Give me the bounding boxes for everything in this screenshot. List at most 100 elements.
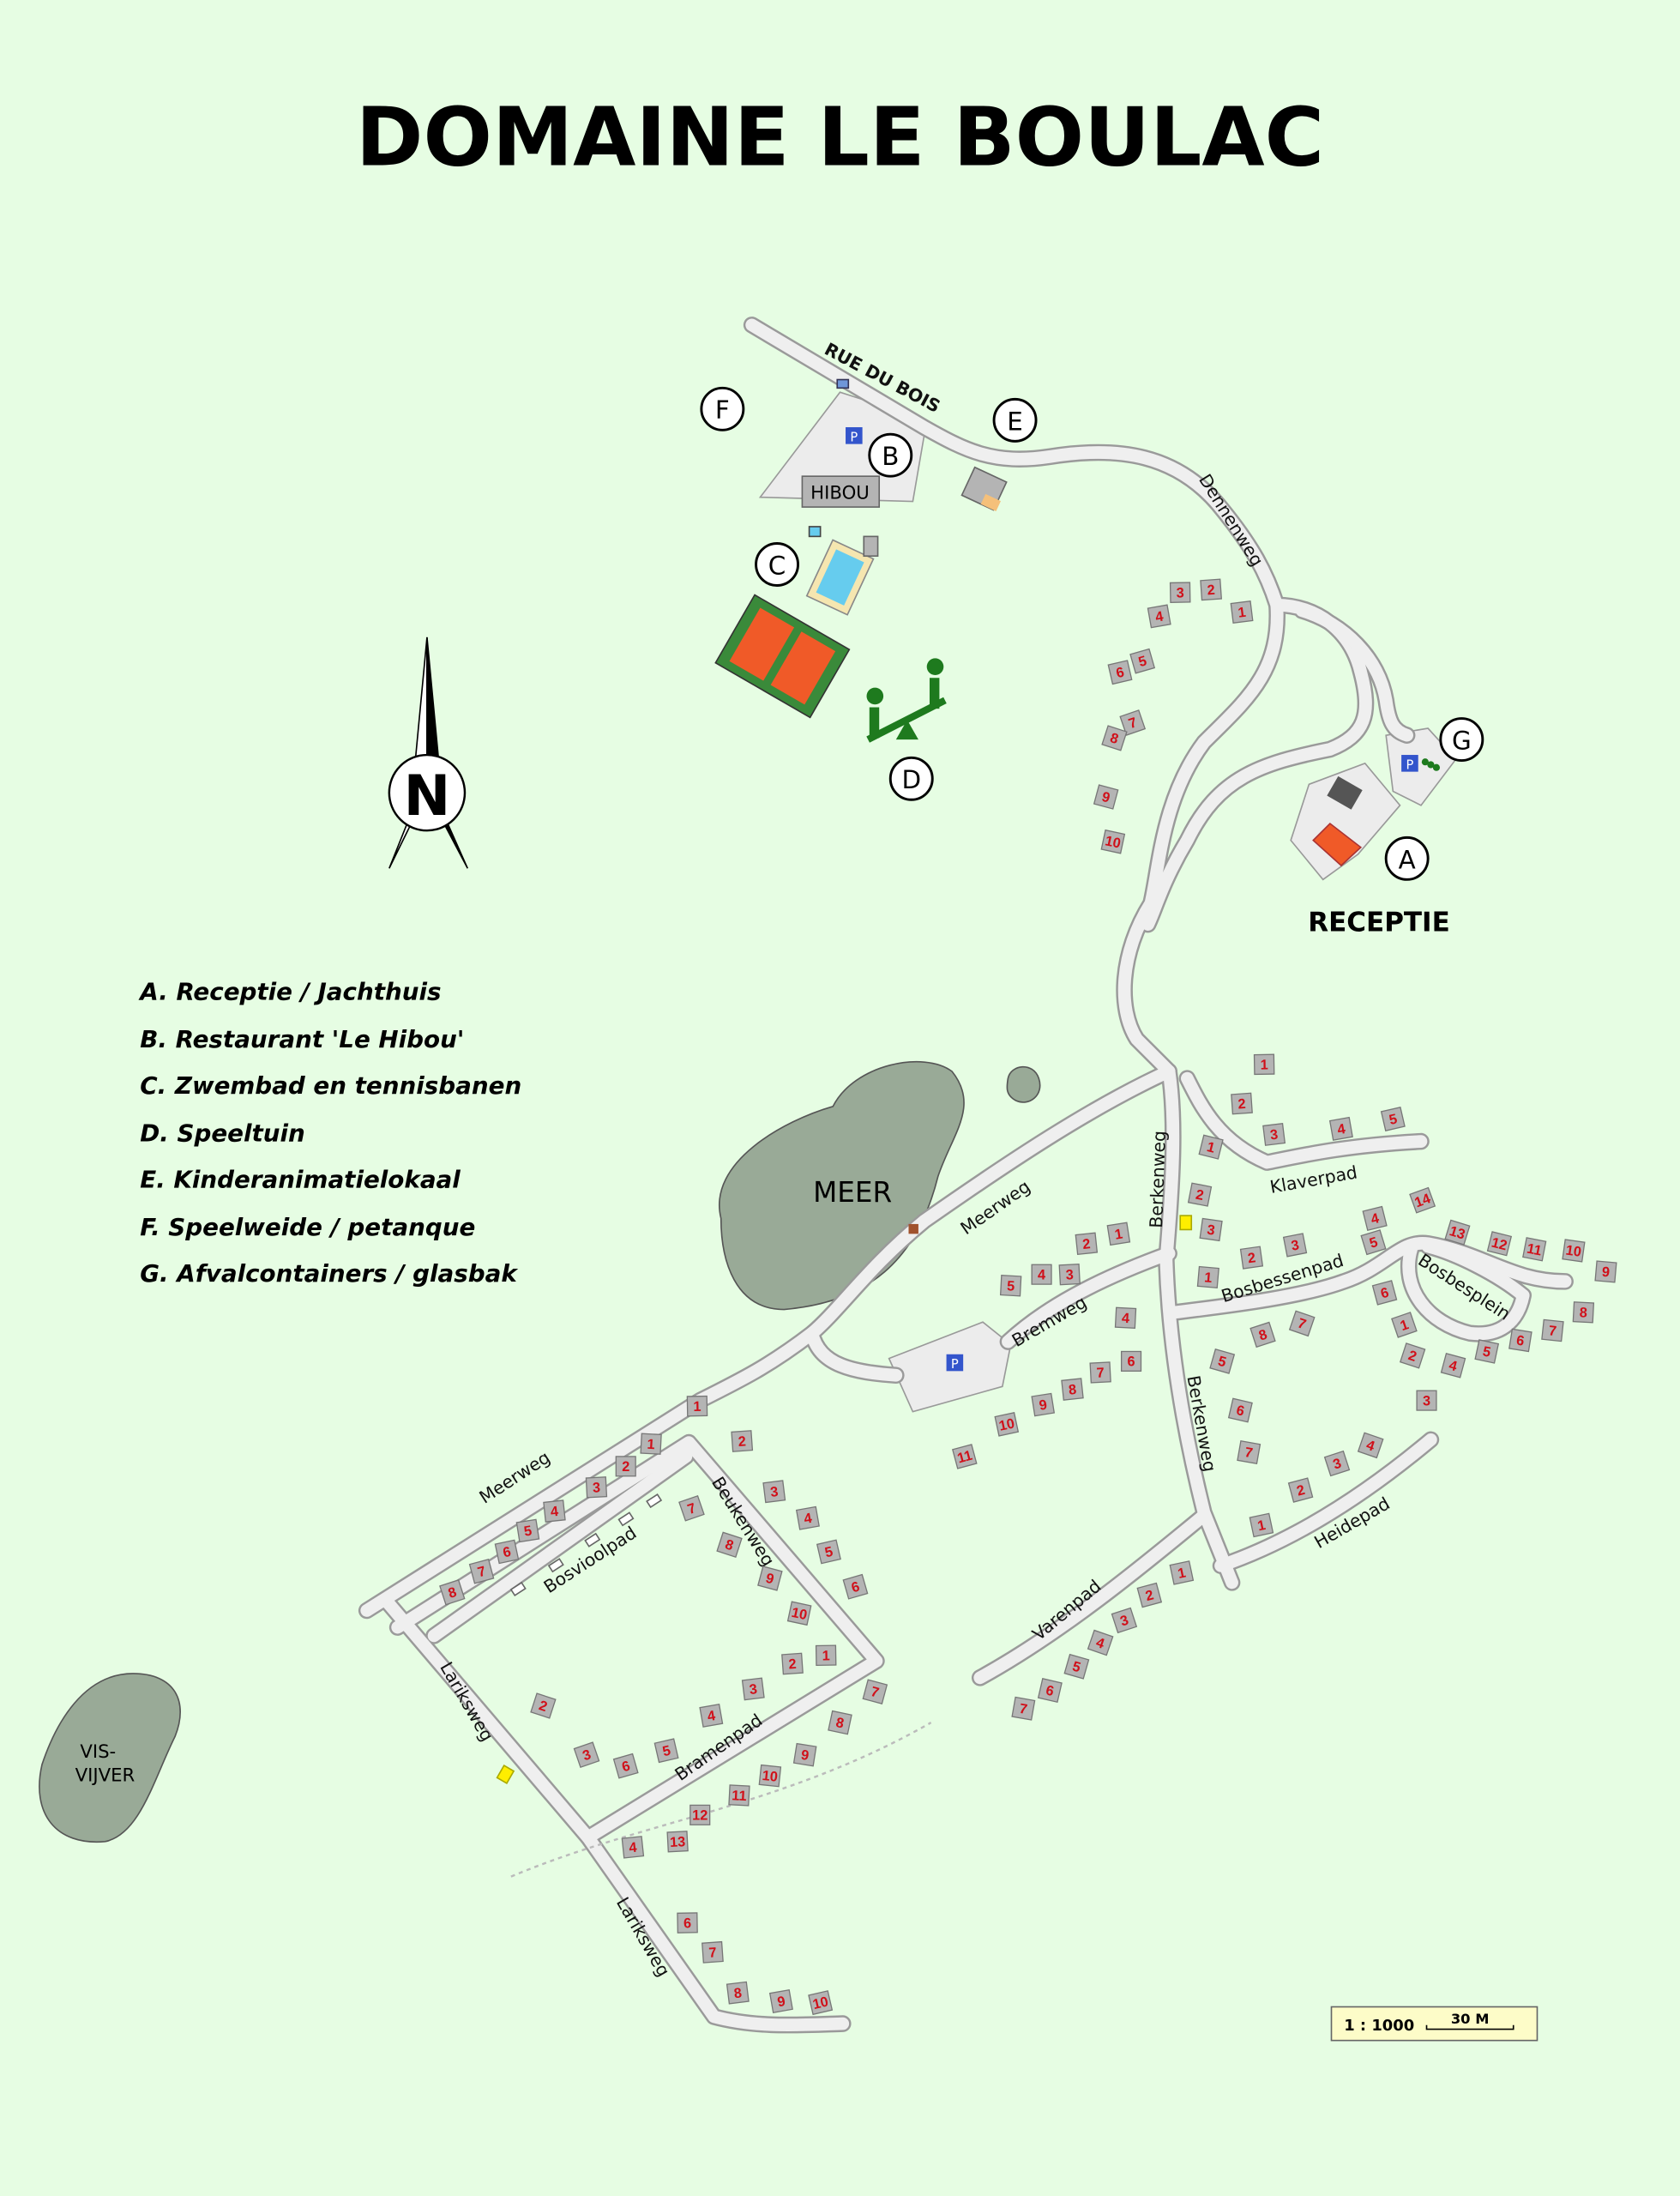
lot-bremweg_south-6[interactable]: 6 <box>1120 1350 1142 1372</box>
lot-bramenpad-8[interactable]: 8 <box>828 1710 852 1735</box>
lot-beukenweg-7[interactable]: 7 <box>678 1494 705 1522</box>
lot-bremweg_north-1[interactable]: 1 <box>1106 1222 1131 1246</box>
lot-bosbesplein-4[interactable]: 4 <box>1440 1353 1466 1379</box>
lot-bremweg_south-4[interactable]: 4 <box>1114 1306 1137 1329</box>
lot-berkenweg_east-2[interactable]: 2 <box>1187 1182 1213 1207</box>
lot-bremweg_north-3[interactable]: 3 <box>1058 1263 1081 1286</box>
lot-lariksweg-8[interactable]: 8 <box>726 1981 750 2005</box>
lot-meerweg_lower-4[interactable]: 4 <box>543 1499 566 1523</box>
lot-beukenweg-3[interactable]: 3 <box>762 1480 786 1504</box>
lot-bramenpad-9[interactable]: 9 <box>792 1742 817 1767</box>
lot-varenpad-1[interactable]: 1 <box>1169 1560 1195 1585</box>
lot-lariksweg-9[interactable]: 9 <box>768 1988 793 2013</box>
lot-bramenpad-3[interactable]: 3 <box>741 1677 765 1701</box>
lot-bramenpad-5[interactable]: 5 <box>653 1738 679 1764</box>
lot-heidepad-3[interactable]: 3 <box>1323 1450 1351 1477</box>
lot-bramenpad-2[interactable]: 2 <box>781 1652 804 1675</box>
lot-bosbesplein-5[interactable]: 5 <box>1474 1339 1500 1364</box>
lot-beukenweg-9[interactable]: 9 <box>757 1566 783 1591</box>
lot-dennenweg-2[interactable]: 2 <box>1200 578 1223 601</box>
lot-bosbessen_south-5[interactable]: 5 <box>1209 1348 1236 1374</box>
lot-klaverpad-3[interactable]: 3 <box>1262 1122 1286 1146</box>
lot-dennenweg-1[interactable]: 1 <box>1230 600 1254 624</box>
lot-klaverpad-1[interactable]: 1 <box>1253 1053 1275 1076</box>
lot-bramenpad-4[interactable]: 4 <box>621 1836 645 1859</box>
lot-bosbessen_south-8[interactable]: 8 <box>1249 1321 1276 1348</box>
lot-varenpad-7[interactable]: 7 <box>1011 1696 1036 1721</box>
lot-bramenpad-13[interactable]: 13 <box>666 1831 689 1853</box>
lot-bosbessenpad-11[interactable]: 11 <box>1522 1237 1547 1262</box>
lot-bramenpad-12[interactable]: 12 <box>689 1804 711 1825</box>
lot-dennenweg-8[interactable]: 8 <box>1101 725 1128 751</box>
lot-bosbesplein-6[interactable]: 6 <box>1508 1328 1532 1353</box>
lot-bosbessenpad-10[interactable]: 10 <box>1562 1239 1586 1263</box>
lot-bosbessen_south-6[interactable]: 6 <box>1371 1280 1398 1306</box>
lot-meerweg_lower-3[interactable]: 3 <box>585 1476 608 1499</box>
lot-varenpad-3[interactable]: 3 <box>1111 1607 1138 1634</box>
lot-klaverpad-5[interactable]: 5 <box>1380 1106 1406 1131</box>
lot-meerweg_lower-6[interactable]: 6 <box>494 1539 520 1565</box>
lot-varenpad-6[interactable]: 6 <box>1037 1678 1063 1704</box>
lot-meerweg_lower-1[interactable]: 1 <box>640 1433 662 1455</box>
lot-bramenpad-10[interactable]: 10 <box>758 1764 782 1788</box>
lot-bramenpad-3[interactable]: 3 <box>573 1741 600 1768</box>
lot-meerweg_lower-8[interactable]: 8 <box>439 1579 466 1606</box>
lot-beukenweg-10[interactable]: 10 <box>786 1601 812 1626</box>
lot-bosbessen_south-6[interactable]: 6 <box>1227 1397 1253 1423</box>
lot-dennenweg-3[interactable]: 3 <box>1169 582 1191 603</box>
lot-bosbessenpad-12[interactable]: 12 <box>1486 1231 1513 1257</box>
lot-bosbesplein-3[interactable]: 3 <box>1416 1390 1437 1411</box>
lot-dennenweg-5[interactable]: 5 <box>1129 648 1156 674</box>
lot-meerweg_lower-5[interactable]: 5 <box>515 1518 540 1543</box>
lot-meerweg_lower-7[interactable]: 7 <box>468 1558 495 1584</box>
lot-berkenweg_east-3[interactable]: 3 <box>1199 1217 1223 1242</box>
lot-klaverpad-4[interactable]: 4 <box>1328 1116 1353 1141</box>
lot-heidepad-1[interactable]: 1 <box>1249 1512 1274 1538</box>
lot-bosbessenpad-4[interactable]: 4 <box>1362 1205 1388 1232</box>
lot-dennenweg-4[interactable]: 4 <box>1147 604 1171 629</box>
lot-beukenweg-4[interactable]: 4 <box>795 1505 820 1530</box>
lot-dennenweg-10[interactable]: 10 <box>1100 829 1126 854</box>
lot-bosbessenpad-9[interactable]: 9 <box>1594 1260 1617 1283</box>
lot-lariksweg-6[interactable]: 6 <box>677 1912 698 1934</box>
lot-bosbesplein-1[interactable]: 1 <box>1391 1312 1418 1338</box>
lot-lariksweg-7[interactable]: 7 <box>702 1940 724 1964</box>
lot-bosbessenpad-5[interactable]: 5 <box>1360 1229 1387 1256</box>
lot-beukenweg-1[interactable]: 1 <box>686 1395 708 1417</box>
lot-beukenweg-8[interactable]: 8 <box>716 1531 743 1558</box>
lot-bosbessen_south-7[interactable]: 7 <box>1237 1440 1262 1465</box>
lot-meerweg_lower-2[interactable]: 2 <box>615 1456 636 1477</box>
lot-bosbesplein-7[interactable]: 7 <box>1541 1318 1564 1342</box>
lot-bramenpad-4[interactable]: 4 <box>699 1703 724 1728</box>
lot-varenpad-2[interactable]: 2 <box>1136 1582 1163 1608</box>
lot-bremweg_south-8[interactable]: 8 <box>1061 1378 1084 1401</box>
lot-bremweg_north-5[interactable]: 5 <box>999 1275 1022 1297</box>
lot-bosbesplein-2[interactable]: 2 <box>1399 1342 1426 1369</box>
lot-bramenpad-1[interactable]: 1 <box>815 1644 837 1667</box>
lot-bosbesplein-8[interactable]: 8 <box>1572 1301 1595 1324</box>
lot-klaverpad-2[interactable]: 2 <box>1231 1092 1253 1115</box>
lot-heidepad-4[interactable]: 4 <box>1357 1432 1384 1459</box>
lot-varenpad-5[interactable]: 5 <box>1063 1653 1090 1680</box>
lot-beukenweg-2[interactable]: 2 <box>731 1430 754 1452</box>
lot-bosbessenpad-3[interactable]: 3 <box>1282 1233 1308 1258</box>
lot-varenpad-4[interactable]: 4 <box>1087 1629 1114 1656</box>
lot-bramenpad-2[interactable]: 2 <box>530 1692 557 1719</box>
lot-beukenweg-6[interactable]: 6 <box>842 1573 869 1600</box>
lot-bosbessen_south-7[interactable]: 7 <box>1288 1310 1316 1337</box>
lot-bosbessenpad-14[interactable]: 14 <box>1409 1186 1436 1214</box>
lot-bramenpad-6[interactable]: 6 <box>612 1753 639 1779</box>
lot-bremweg_south-7[interactable]: 7 <box>1089 1361 1111 1384</box>
lot-bramenpad-11[interactable]: 11 <box>728 1784 750 1807</box>
lot-bremweg_south-10[interactable]: 10 <box>994 1412 1020 1437</box>
lot-dennenweg-6[interactable]: 6 <box>1107 660 1133 685</box>
lot-dennenweg-7[interactable]: 7 <box>1119 709 1147 736</box>
lot-bremweg_north-4[interactable]: 4 <box>1031 1264 1052 1285</box>
lot-bremweg_south-9[interactable]: 9 <box>1031 1392 1056 1417</box>
lot-bremweg_north-2[interactable]: 2 <box>1075 1232 1099 1256</box>
lot-beukenweg-5[interactable]: 5 <box>816 1539 841 1565</box>
lot-heidepad-2[interactable]: 2 <box>1287 1477 1314 1503</box>
lot-bremweg_south-11[interactable]: 11 <box>951 1444 978 1469</box>
lot-bramenpad-7[interactable]: 7 <box>862 1679 888 1704</box>
lot-berkenweg_east-1[interactable]: 1 <box>1198 1134 1224 1160</box>
